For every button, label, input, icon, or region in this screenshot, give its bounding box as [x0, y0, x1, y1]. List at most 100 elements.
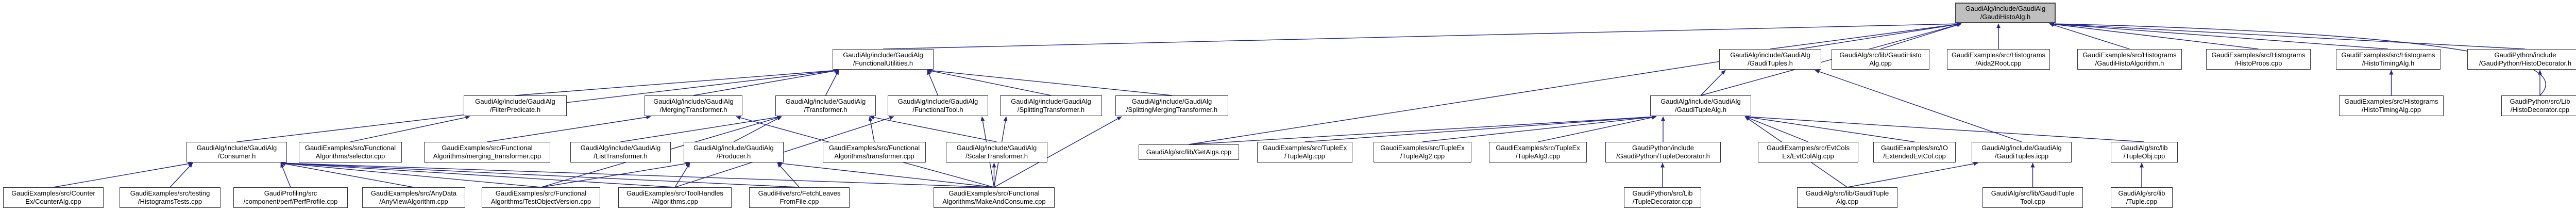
node-label-line: Algorithms/MakeAndConsume.cpp: [942, 198, 1046, 205]
node-label-line: GaudiHive/src/FetchLeaves: [758, 189, 841, 197]
include-edge: [515, 68, 839, 96]
graph-node-scalartrans[interactable]: GaudiAlg/include/GaudiAlg/ScalarTransfor…: [946, 142, 1047, 163]
include-edge: [994, 116, 1122, 188]
include-edge: [1744, 115, 1915, 142]
graph-node-gtuplealg-h[interactable]: GaudiAlg/include/GaudiAlg/GaudiTupleAlg.…: [1650, 95, 1751, 116]
include-edge: [868, 116, 875, 142]
include-edges: [53, 22, 2546, 188]
node-label-line: GaudiAlg/src/lib/GaudiHisto: [1839, 51, 1922, 59]
node-label-line: GaudiPython/src/Lib: [1632, 189, 1693, 197]
node-label-line: Algorithms/TestObjectVersion.cpp: [490, 198, 591, 205]
node-label-line: GaudiExamples/src/Counter: [11, 189, 95, 197]
graph-node-histotests[interactable]: GaudiExamples/src/testing/HistogramsTest…: [120, 187, 221, 208]
include-edge: [280, 161, 541, 188]
graph-node-histodec-h[interactable]: GaudiPython/include/GaudiPython/HistoDec…: [2467, 49, 2576, 70]
graph-node-getalgs[interactable]: GaudiAlg/src/lib/GetAlgs.cpp: [1139, 144, 1239, 160]
node-label-line: /GaudiHistoAlg.h: [1980, 13, 2031, 21]
node-label-line: GaudiAlg/include/GaudiAlg: [1011, 98, 1091, 105]
node-label-line: GaudiExamples/src/TupleEx: [1496, 144, 1580, 152]
graph-node-root[interactable]: GaudiAlg/include/GaudiAlg/GaudiHistoAlg.…: [1955, 3, 2056, 23]
node-label-line: /GaudiHistoAlgorithm.h: [2095, 59, 2164, 67]
graph-node-tuple-cpp[interactable]: GaudiAlg/src/lib/Tuple.cpp: [2111, 187, 2173, 208]
include-edge: [487, 115, 651, 142]
include-edge: [170, 163, 193, 188]
graph-node-aida2root[interactable]: GaudiExamples/src/Histograms/Aida2Root.c…: [1947, 49, 2050, 70]
node-label-line: GaudiExamples/src/EvtCols: [1766, 144, 1850, 152]
node-label-line: /HistoTimingAlg.cpp: [2361, 106, 2421, 113]
node-label-line: GaudiExamples/src/Histograms: [2211, 51, 2306, 59]
include-edge: [927, 70, 939, 96]
node-label-line: /Aida2Root.cpp: [1975, 59, 2022, 67]
include-edge: [280, 161, 800, 188]
node-label-line: GaudiAlg/src/lib: [2121, 144, 2168, 152]
graph-node-anyview[interactable]: GaudiExamples/src/AnyData/AnyViewAlgorit…: [362, 187, 465, 208]
graph-node-listtrans[interactable]: GaudiAlg/include/GaudiAlg/ListTransforme…: [570, 142, 671, 163]
include-edge: [825, 70, 839, 96]
graph-node-ghistoalgorithm-h[interactable]: GaudiExamples/src/Histograms/GaudiHistoA…: [2077, 49, 2182, 70]
graph-node-tuplealg1[interactable]: GaudiExamples/src/TupleEx/TupleAlg.cpp: [1257, 142, 1352, 163]
node-label-line: Tool.cpp: [2020, 198, 2045, 205]
graph-node-histodec-cpp[interactable]: GaudiPython/src/Lib/HistoDecorator.cpp: [2501, 95, 2576, 116]
include-edge: [1189, 22, 1962, 145]
graph-node-functool[interactable]: GaudiAlg/include/GaudiAlg/FunctionalTool…: [888, 95, 988, 116]
node-label-line: /FunctionalUtilities.h: [853, 59, 913, 67]
graph-node-tupledec-cpp[interactable]: GaudiPython/src/Lib/TupleDecorator.cpp: [1624, 187, 1701, 208]
graph-node-consumer[interactable]: GaudiAlg/include/GaudiAlg/Consumer.h: [187, 142, 287, 163]
node-label-line: /GaudiPython/TupleDecorator.h: [1616, 152, 1710, 160]
graph-node-histotiming-h[interactable]: GaudiExamples/src/Histograms/HistoTiming…: [2336, 49, 2441, 70]
node-label-line: GaudiAlg/src/lib: [2118, 189, 2165, 197]
node-label-line: /TupleDecorator.cpp: [1632, 198, 1693, 205]
node-label-line: /MergingTransformer.h: [659, 106, 727, 113]
graph-node-gtuples-h[interactable]: GaudiAlg/include/GaudiAlg/GaudiTuples.h: [1719, 49, 1821, 70]
node-label-line: GaudiExamples/src/TupleEx: [1380, 144, 1465, 152]
graph-node-trans-h[interactable]: GaudiAlg/include/GaudiAlg/Transformer.h: [775, 95, 876, 116]
node-label-line: /HistoDecorator.cpp: [2510, 106, 2570, 113]
include-edge: [1537, 115, 1657, 142]
graph-node-gtuples-icpp[interactable]: GaudiAlg/include/GaudiAlg/GaudiTuples.ic…: [1972, 142, 2072, 163]
node-label-line: GaudiPython/include: [1632, 144, 1694, 152]
graph-node-histoprops[interactable]: GaudiExamples/src/Histograms/HistoProps.…: [2206, 49, 2311, 70]
include-edge: [674, 163, 690, 188]
graph-node-extevtcol[interactable]: GaudiExamples/src/IO/ExtendedEvtCol.cpp: [1873, 142, 1956, 163]
graph-node-tupleobj[interactable]: GaudiAlg/src/lib/TupleObj.cpp: [2111, 142, 2178, 163]
node-label-line: /HistoTimingAlg.h: [2362, 59, 2415, 67]
graph-node-producer[interactable]: GaudiAlg/include/GaudiAlg/Producer.h: [684, 142, 784, 163]
include-edge: [674, 116, 894, 188]
include-edge: [777, 163, 800, 188]
graph-node-mergtrans-h[interactable]: GaudiAlg/include/GaudiAlg/MergingTransfo…: [645, 95, 742, 116]
node-label-line: GaudiExamples/src/Functional: [442, 144, 533, 152]
node-label-line: /GaudiTuples.h: [1748, 59, 1793, 67]
node-label-line: /SplittingMergingTransformer.h: [1126, 106, 1218, 113]
graph-node-filterpred[interactable]: GaudiAlg/include/GaudiAlg/FilterPredicat…: [464, 95, 567, 116]
graph-node-tuplealg2[interactable]: GaudiExamples/src/TupleEx/TupleAlg2.cpp: [1374, 142, 1471, 163]
graph-node-splittrans[interactable]: GaudiAlg/include/GaudiAlg/SplittingTrans…: [1000, 95, 1102, 116]
include-edge: [540, 161, 690, 188]
node-label-line: /GaudiTupleAlg.h: [1675, 106, 1726, 113]
graph-node-tuplealg3[interactable]: GaudiExamples/src/TupleEx/TupleAlg3.cpp: [1489, 142, 1587, 163]
graph-node-splitmerg[interactable]: GaudiAlg/include/GaudiAlg/SplittingMergi…: [1115, 95, 1228, 116]
include-edge: [777, 161, 994, 188]
graph-node-tupledec-h[interactable]: GaudiPython/include/GaudiPython/TupleDec…: [1605, 142, 1721, 163]
include-edge: [1847, 161, 1978, 188]
graph-node-histotiming-cpp[interactable]: GaudiExamples/src/Histograms/HistoTiming…: [2339, 95, 2444, 116]
node-label-line: /GaudiPython/HistoDecorator.h: [2479, 59, 2572, 67]
graph-node-funcutil[interactable]: GaudiAlg/include/GaudiAlg/FunctionalUtil…: [833, 49, 934, 70]
node-label-line: Algorithms/merging_transformer.cpp: [433, 152, 541, 160]
graph-node-perfprofile[interactable]: GaudiProfiling/src/component/perf/PerfPr…: [233, 187, 348, 208]
include-edge: [1770, 22, 1962, 50]
graph-node-algorithms[interactable]: GaudiExamples/src/ToolHandles/Algorithms…: [618, 187, 732, 208]
node-label-line: /Transformer.h: [804, 106, 848, 113]
include-edge: [2049, 22, 2546, 96]
